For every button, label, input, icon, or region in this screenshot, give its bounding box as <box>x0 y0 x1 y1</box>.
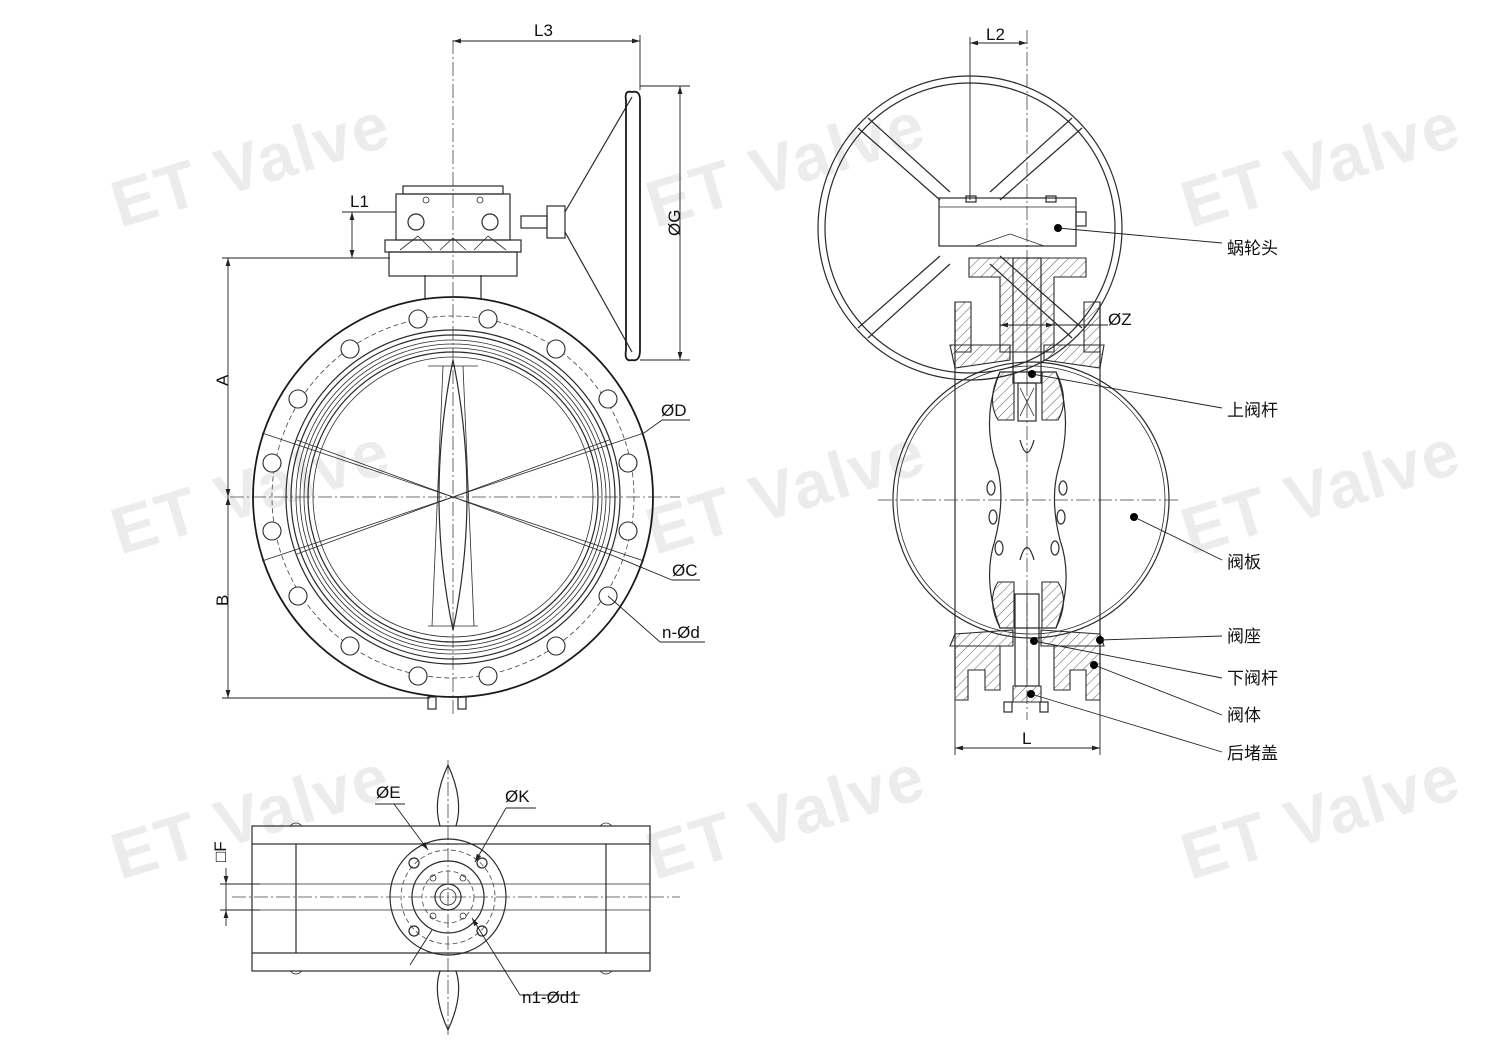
dim-n1d1: n1-Ød1 <box>522 988 579 1007</box>
label-upper-stem: 上阀杆 <box>1227 401 1278 421</box>
label-disc: 阀板 <box>1227 553 1261 573</box>
label-body: 阀体 <box>1227 706 1261 726</box>
dim-E: ØE <box>376 783 401 802</box>
dim-A: A <box>213 374 232 386</box>
label-rear-plug-cover: 后堵盖 <box>1227 744 1278 764</box>
watermark-1: ET Valve <box>102 87 399 242</box>
dim-L1: L1 <box>350 192 369 211</box>
hub-pins <box>986 439 1068 561</box>
dim-L3: L3 <box>534 21 553 40</box>
bolt-holes <box>262 309 638 686</box>
watermark-7: ET Valve <box>102 739 399 894</box>
watermark-6: ET Valve <box>1172 414 1469 569</box>
top-view: ØE ØK □F n1-Ød1 <box>211 760 680 1035</box>
part-leaders <box>1027 224 1223 753</box>
front-view: L3 L1 A B ØG ØD ØC n-Ød <box>213 21 705 715</box>
label-seat: 阀座 <box>1227 627 1261 647</box>
dim-L: L <box>1022 729 1031 748</box>
worm-gear-box <box>938 197 1077 247</box>
dim-L2: L2 <box>986 25 1005 44</box>
top-flange-holes <box>408 857 488 937</box>
dim-Z: ØZ <box>1108 310 1132 329</box>
watermark-5: ET Valve <box>637 414 934 569</box>
dim-G: ØG <box>665 210 684 236</box>
watermark-8: ET Valve <box>637 739 934 894</box>
label-worm-gear-head: 蜗轮头 <box>1227 239 1278 259</box>
watermark-3: ET Valve <box>1172 87 1469 242</box>
watermark-4: ET Valve <box>102 414 399 569</box>
flange-outer <box>252 296 654 698</box>
dim-K: ØK <box>505 787 530 806</box>
dim-B: B <box>213 595 232 606</box>
watermarks: ET Valve ET Valve ET Valve ET Valve ET V… <box>102 87 1469 894</box>
watermark-9: ET Valve <box>1172 739 1469 894</box>
side-view: L2 ØZ L 蜗轮头 上阀杆 阀板 阀座 下阀杆 阀 <box>817 25 1278 764</box>
label-lower-stem: 下阀杆 <box>1227 669 1278 689</box>
dim-nd: n-Ød <box>662 623 700 642</box>
dim-D: ØD <box>661 401 687 420</box>
handwheel-edge <box>624 90 641 362</box>
disc-circle <box>892 361 1170 639</box>
dim-F: □F <box>211 841 230 862</box>
dim-C: ØC <box>672 561 698 580</box>
